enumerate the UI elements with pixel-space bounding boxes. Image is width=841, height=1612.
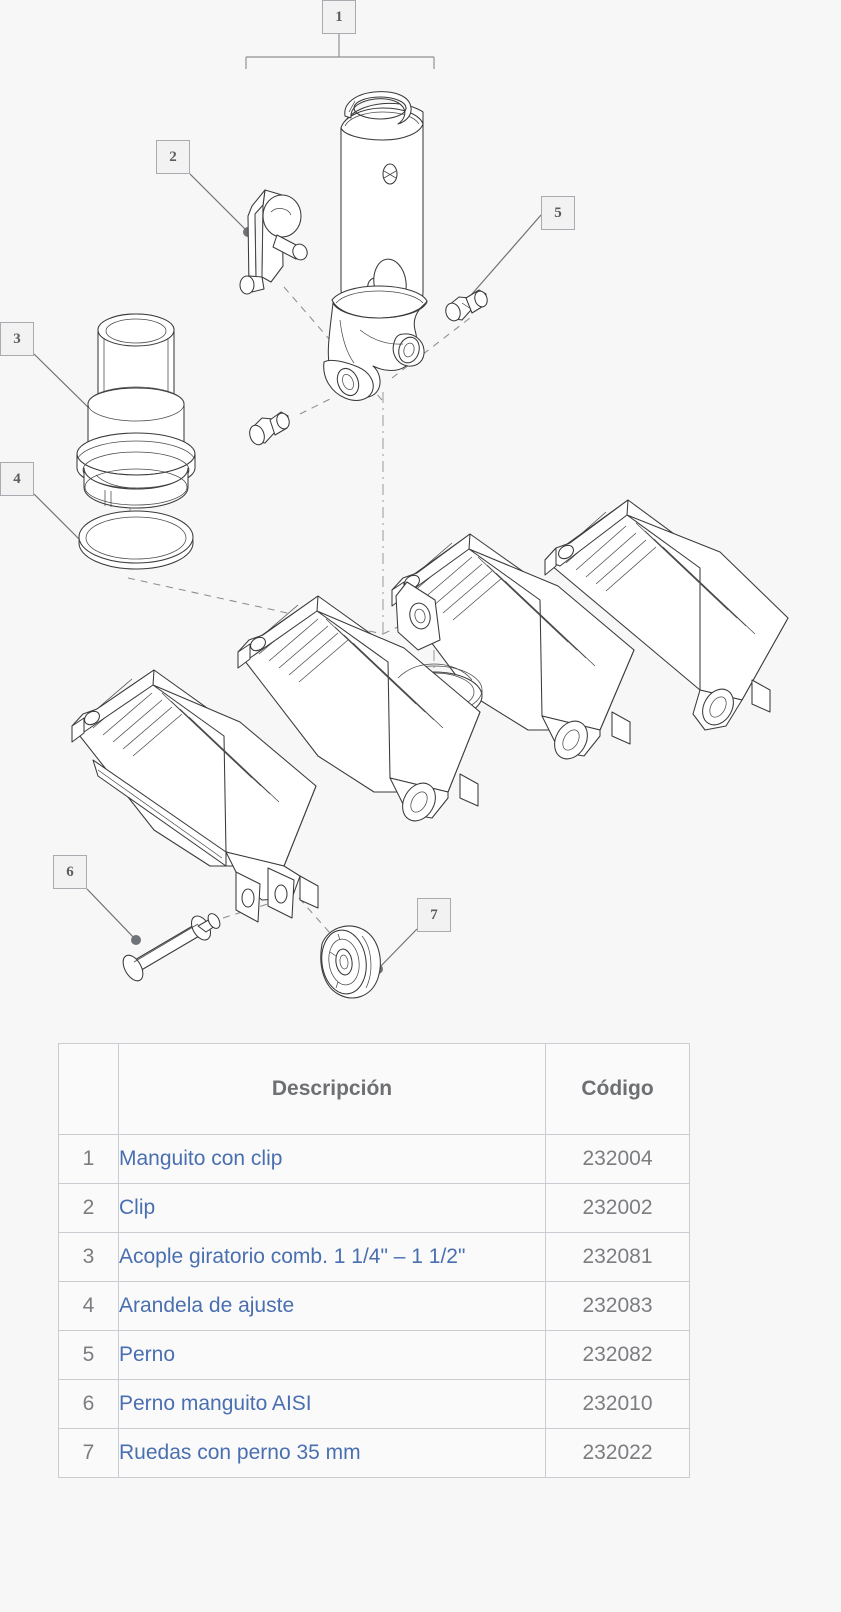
technical-illustration: .ln { fill:none; stroke:#3a3a3a; stroke-… [33, 34, 789, 999]
callout-5-label: 5 [554, 204, 562, 221]
cell-description[interactable]: Arandela de ajuste [118, 1281, 546, 1331]
part-arandela-de-ajuste [78, 510, 194, 570]
cell-description[interactable]: Perno manguito AISI [118, 1379, 546, 1429]
cell-description[interactable]: Clip [118, 1183, 546, 1233]
part-manifold-body [71, 499, 789, 923]
cell-code: 232081 [545, 1232, 690, 1282]
cell-number: 2 [58, 1183, 119, 1233]
cell-description[interactable]: Perno [118, 1330, 546, 1380]
callout-6-label: 6 [66, 863, 74, 880]
callout-4[interactable]: 4 [0, 462, 34, 496]
cell-code: 232022 [545, 1428, 690, 1478]
callout-2[interactable]: 2 [156, 140, 190, 174]
manifold-front-row [237, 595, 481, 822]
callout-4-label: 4 [13, 470, 21, 487]
callout-7-label: 7 [430, 906, 438, 923]
cell-code: 232004 [545, 1134, 690, 1184]
parts-table-head: Descripción Código [58, 1043, 690, 1135]
cell-code: 232010 [545, 1379, 690, 1429]
part-perno-manguito [122, 913, 221, 982]
cell-number: 5 [58, 1330, 119, 1380]
cell-code: 232002 [545, 1183, 690, 1233]
cell-description[interactable]: Ruedas con perno 35 mm [118, 1428, 546, 1478]
part-perno-lower [249, 411, 290, 446]
cell-code: 232082 [545, 1330, 690, 1380]
column-header-number [58, 1043, 119, 1135]
cell-description[interactable]: Manguito con clip [118, 1134, 546, 1184]
cell-description[interactable]: Acople giratorio comb. 1 1/4" – 1 1/2" [118, 1232, 546, 1282]
part-perno-upper [445, 289, 488, 322]
callout-5[interactable]: 5 [541, 196, 575, 230]
manifold-back-row [544, 499, 789, 731]
callout-2-label: 2 [169, 148, 177, 165]
part-acople-giratorio [76, 313, 196, 509]
cell-code: 232083 [545, 1281, 690, 1331]
cell-number: 7 [58, 1428, 119, 1478]
exploded-diagram: .ln { fill:none; stroke:#3a3a3a; stroke-… [0, 0, 789, 999]
cell-number: 4 [58, 1281, 119, 1331]
part-clip [239, 189, 308, 295]
callout-3[interactable]: 3 [0, 322, 34, 356]
callout-3-label: 3 [13, 330, 21, 347]
callout-1-label: 1 [335, 8, 343, 25]
cell-number: 6 [58, 1379, 119, 1429]
cell-number: 1 [58, 1134, 119, 1184]
callout-7[interactable]: 7 [417, 898, 451, 932]
callout-1-bracket [245, 34, 435, 69]
table-header-row: Descripción Código [58, 1043, 690, 1135]
cell-number: 3 [58, 1232, 119, 1282]
column-header-description: Descripción [118, 1043, 546, 1135]
column-header-code: Código [545, 1043, 690, 1135]
callout-6[interactable]: 6 [53, 855, 87, 889]
part-rueda-con-perno [320, 925, 381, 999]
part-manguito-con-clip [323, 91, 428, 401]
callout-1[interactable]: 1 [322, 0, 356, 34]
manifold-near-row [71, 669, 319, 923]
